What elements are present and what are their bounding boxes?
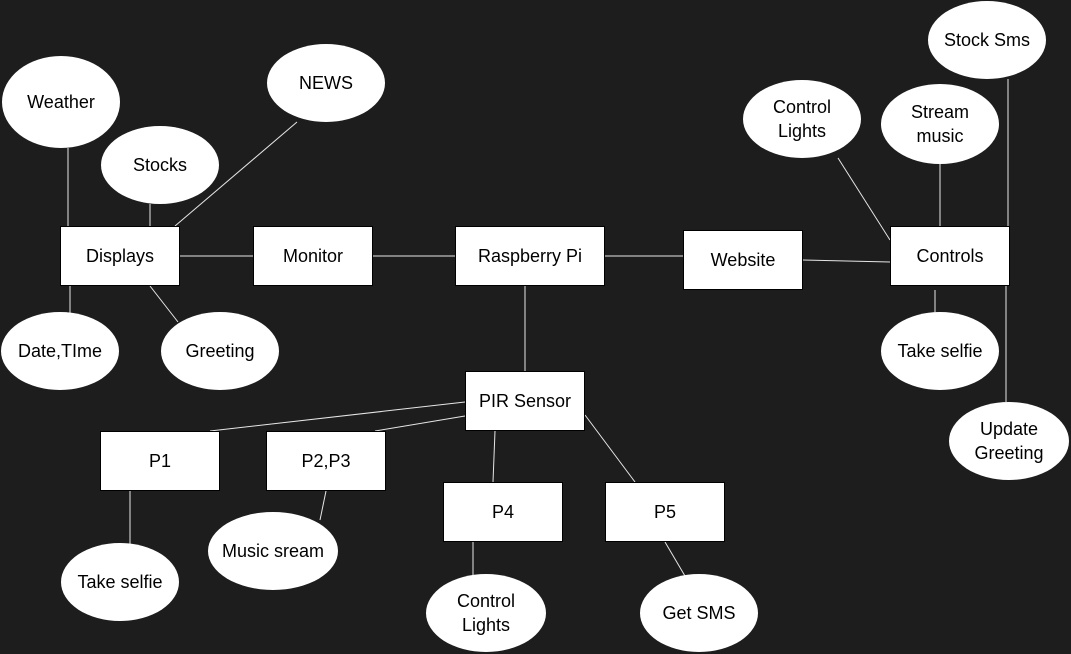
node-take-selfie-left: Take selfie bbox=[61, 543, 179, 621]
edge-website-to-controls bbox=[802, 259, 891, 263]
node-p4: P4 bbox=[443, 482, 563, 542]
node-stock-sms: Stock Sms bbox=[928, 1, 1046, 79]
edge-p2p3-to-music-stream bbox=[319, 490, 327, 521]
node-monitor: Monitor bbox=[253, 226, 373, 286]
node-p1: P1 bbox=[100, 431, 220, 491]
node-pir-sensor: PIR Sensor bbox=[465, 371, 585, 431]
edge-pir-sensor-to-p1 bbox=[209, 401, 466, 432]
node-p2p3: P2,P3 bbox=[266, 431, 386, 491]
node-raspberry-pi: Raspberry Pi bbox=[455, 226, 605, 286]
node-news: NEWS bbox=[267, 44, 385, 122]
node-weather: Weather bbox=[2, 56, 120, 148]
node-website: Website bbox=[683, 230, 803, 290]
node-stream-music: Stream music bbox=[881, 84, 999, 164]
edge-greeting-to-displays bbox=[149, 285, 179, 323]
edge-control-lights-top-to-controls bbox=[837, 157, 891, 241]
edge-pir-sensor-to-p4 bbox=[492, 430, 496, 483]
node-date-time: Date,TIme bbox=[1, 312, 119, 390]
node-controls: Controls bbox=[890, 226, 1010, 286]
node-music-stream: Music sream bbox=[208, 512, 338, 590]
node-control-lights-top: Control Lights bbox=[743, 80, 861, 158]
node-get-sms: Get SMS bbox=[640, 574, 758, 652]
node-greeting: Greeting bbox=[161, 312, 279, 390]
edge-pir-sensor-to-p5 bbox=[584, 414, 636, 483]
node-displays: Displays bbox=[60, 226, 180, 286]
node-stocks: Stocks bbox=[101, 126, 219, 204]
edge-p5-to-get-sms bbox=[664, 541, 686, 577]
edge-pir-sensor-to-p2p3 bbox=[374, 415, 466, 432]
node-control-lights-bottom: Control Lights bbox=[426, 574, 546, 652]
node-take-selfie-right: Take selfie bbox=[881, 312, 999, 390]
node-p5: P5 bbox=[605, 482, 725, 542]
edge-news-to-displays bbox=[174, 121, 298, 227]
node-update-greeting: Update Greeting bbox=[949, 402, 1069, 480]
